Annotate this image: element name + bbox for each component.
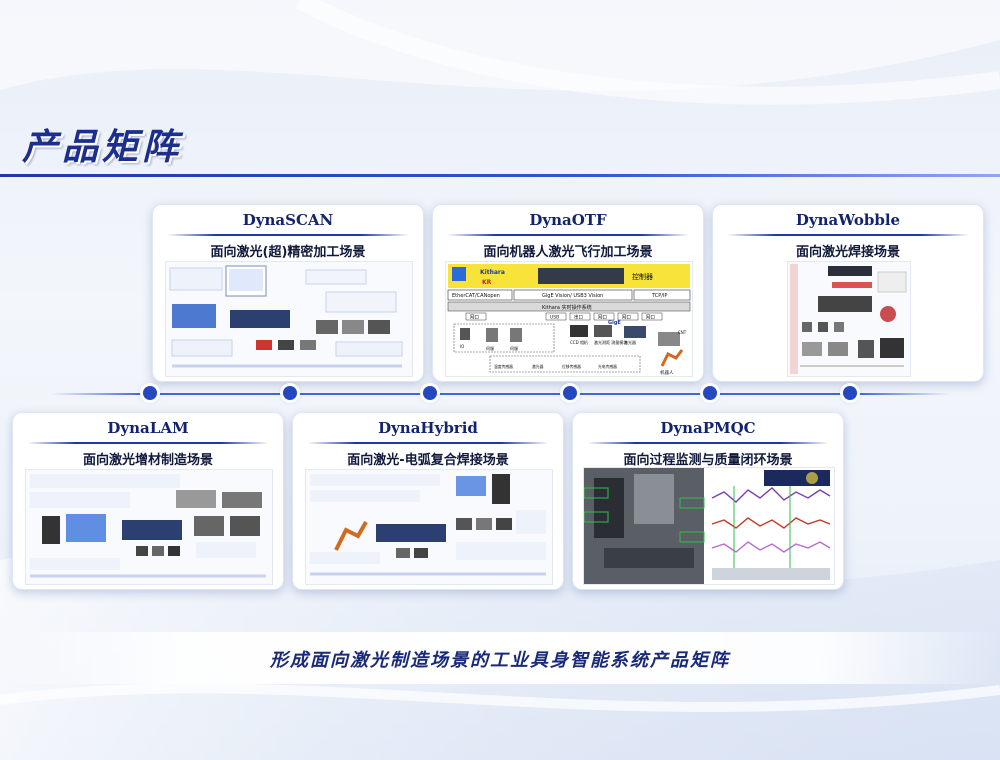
title-underline	[0, 174, 1000, 177]
card-dynahybrid[interactable]: DynaHybrid 面向激光-电弧复合焊接场景	[292, 412, 564, 590]
controller-label: 控制器	[632, 272, 653, 281]
device-label: IO	[460, 344, 464, 349]
runtime-label: Kithara 实时操作系统	[542, 304, 592, 311]
sensor-label: 光电传感器	[598, 364, 617, 369]
card-subtitle: 面向机器人激光飞行加工场景	[483, 245, 653, 260]
port-label: 网口	[470, 315, 479, 321]
card-dynaotf[interactable]: DynaOTF 面向机器人激光飞行加工场景 Kithara KR 控制器 Eth…	[432, 204, 704, 382]
sensor-label: 激光器	[532, 364, 544, 369]
cnt-label: CNT	[678, 330, 687, 335]
bus-ethercat: EtherCAT/CANopen	[452, 293, 500, 299]
device-label: 激光测距 测量模块	[594, 339, 627, 345]
card-title: DynaSCAN	[242, 211, 334, 229]
card-divider	[727, 234, 969, 236]
timeline-dot	[703, 386, 717, 400]
timeline-dot	[843, 386, 857, 400]
card-dynascan[interactable]: DynaSCAN 面向激光(超)精密加工场景	[152, 204, 424, 382]
robot-arm-icon	[660, 349, 684, 367]
card-title: DynaLAM	[107, 419, 189, 437]
card-title: DynaHybrid	[378, 419, 478, 437]
timeline-dot	[283, 386, 297, 400]
card-divider	[27, 442, 269, 444]
card-divider	[587, 442, 829, 444]
dynaotf-figure: Kithara KR 控制器 EtherCAT/CANopen GigE Vis…	[445, 261, 693, 377]
card-subtitle: 面向激光增材制造场景	[82, 453, 213, 468]
dynascan-figure	[165, 261, 413, 377]
card-subtitle: 面向过程监测与质量闭环场景	[623, 453, 793, 468]
port-label: 网口	[598, 315, 607, 321]
timeline-dot	[143, 386, 157, 400]
card-title: DynaOTF	[529, 211, 607, 229]
device-label: 激光器	[624, 339, 636, 345]
card-title: DynaWobble	[795, 211, 901, 229]
dynalam-figure	[25, 469, 273, 585]
timeline-dot	[563, 386, 577, 400]
port-label: 网口	[646, 315, 655, 321]
dynahybrid-figure	[305, 469, 553, 585]
card-title: DynaPMQC	[660, 419, 756, 437]
robot-controller-icon	[658, 332, 680, 346]
timeline-dot	[423, 386, 437, 400]
dynapmqc-figure	[583, 467, 835, 585]
port-label: 网口	[622, 315, 631, 321]
bus-tcpip: TCP/IP	[651, 293, 667, 299]
card-subtitle: 面向激光(超)精密加工场景	[210, 245, 366, 260]
card-divider	[307, 442, 549, 444]
card-divider	[447, 234, 689, 236]
card-subtitle: 面向激光焊接场景	[795, 245, 900, 260]
robot-label: 机器人	[660, 369, 674, 376]
timeline-line	[50, 393, 950, 395]
sensor-label: 位移传感器	[562, 364, 581, 369]
slogan-text: 形成面向激光制造场景的工业具身智能系统产品矩阵	[270, 650, 730, 671]
slogan-banner	[0, 632, 1000, 684]
device-label: 伺服	[510, 345, 518, 351]
port-label: USB	[550, 315, 559, 321]
kr-logo: KR	[482, 279, 492, 286]
card-subtitle: 面向激光-电弧复合焊接场景	[347, 453, 509, 468]
dynawobble-figure	[787, 261, 911, 377]
device-label: CCD 相机	[570, 339, 588, 345]
bus-gige: GigE Vision/ USB3 Vision	[542, 293, 603, 299]
device-label: 伺服	[486, 345, 494, 351]
card-dynawobble[interactable]: DynaWobble 面向激光焊接场景	[712, 204, 984, 382]
card-dynalam[interactable]: DynaLAM 面向激光增材制造场景	[12, 412, 284, 590]
sensor-label: 温度传感器	[494, 364, 513, 369]
card-dynapmqc[interactable]: DynaPMQC 面向过程监测与质量闭环场景	[572, 412, 844, 590]
card-divider	[167, 234, 409, 236]
kithara-logo: Kithara	[480, 269, 505, 276]
port-label: 串口	[574, 315, 583, 321]
gige-logo: GigE	[608, 320, 621, 326]
windows-icon	[452, 267, 466, 281]
page-title: 产品矩阵	[22, 127, 183, 168]
